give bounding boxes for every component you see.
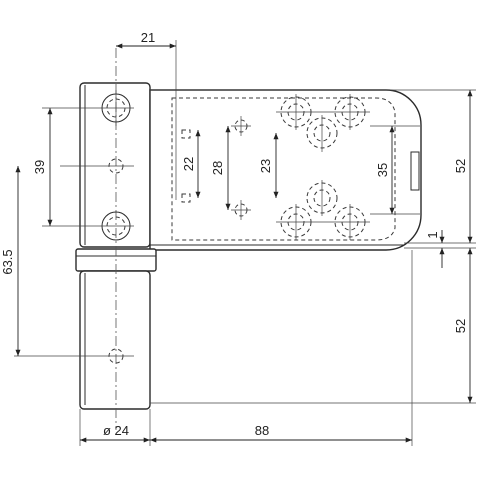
flap-plate [149,89,422,251]
dim-label-63-5: 63.5 [0,249,15,274]
lower-barrel [79,270,151,410]
dim-label-28: 28 [210,161,225,175]
dim-label-52-top: 52 [453,159,468,173]
barrel-hole-bottom [14,348,134,364]
dim-label-39: 39 [32,160,47,174]
barrel-hole-lower [98,211,134,241]
barrel-hole-top [98,90,134,126]
dim-label-1: 1 [425,231,440,238]
flap-notch-marks [181,129,191,203]
dim-label-22: 22 [181,157,196,171]
flap-hole-cluster-bottom [276,180,370,240]
dimension-lines [15,43,473,443]
flap-hole-small-top [231,116,251,136]
upper-barrel [79,82,151,248]
holes [14,90,370,364]
dim-label-23: 23 [258,159,273,173]
barrel-hole-middle [60,158,134,174]
hinge-part [75,48,422,430]
dim-label-52-bottom: 52 [453,319,468,333]
flap-hole-small-bottom [231,200,251,220]
flap-hole-cluster-top [276,94,370,152]
flap-bump [410,151,420,191]
flap-recess-outline [171,97,396,241]
dim-label-35: 35 [375,163,390,177]
dim-label-88: 88 [255,423,269,438]
dimension-labels: 21 39 63.5 22 28 23 35 52 1 52 ø 24 88 [0,30,468,438]
dim-label-21: 21 [141,30,155,45]
dim-label-diameter-24: ø 24 [103,423,129,438]
